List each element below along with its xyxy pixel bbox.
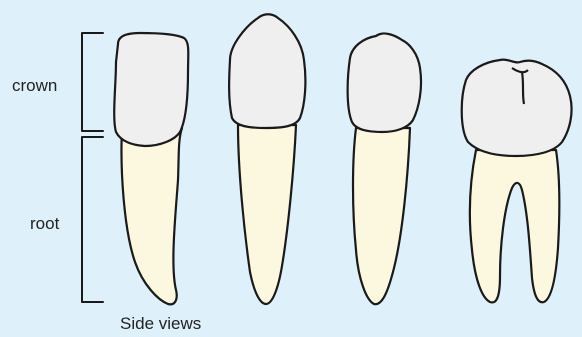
canine-root [238,125,296,304]
crown-bracket [82,33,103,131]
root-label: root [30,214,59,234]
side-views-caption: Side views [120,314,201,334]
molar-crown [462,60,572,156]
premolar-tooth [348,33,421,304]
incisor-crown [114,33,188,146]
root-bracket [82,137,103,302]
premolar-root [353,128,410,304]
molar-roots [470,150,559,302]
canine-crown [229,14,305,128]
incisor-root [122,128,182,304]
premolar-crown [348,33,421,132]
crown-label: crown [12,76,57,96]
incisor-tooth [114,33,188,304]
canine-tooth [229,14,305,304]
molar-tooth [462,60,572,303]
